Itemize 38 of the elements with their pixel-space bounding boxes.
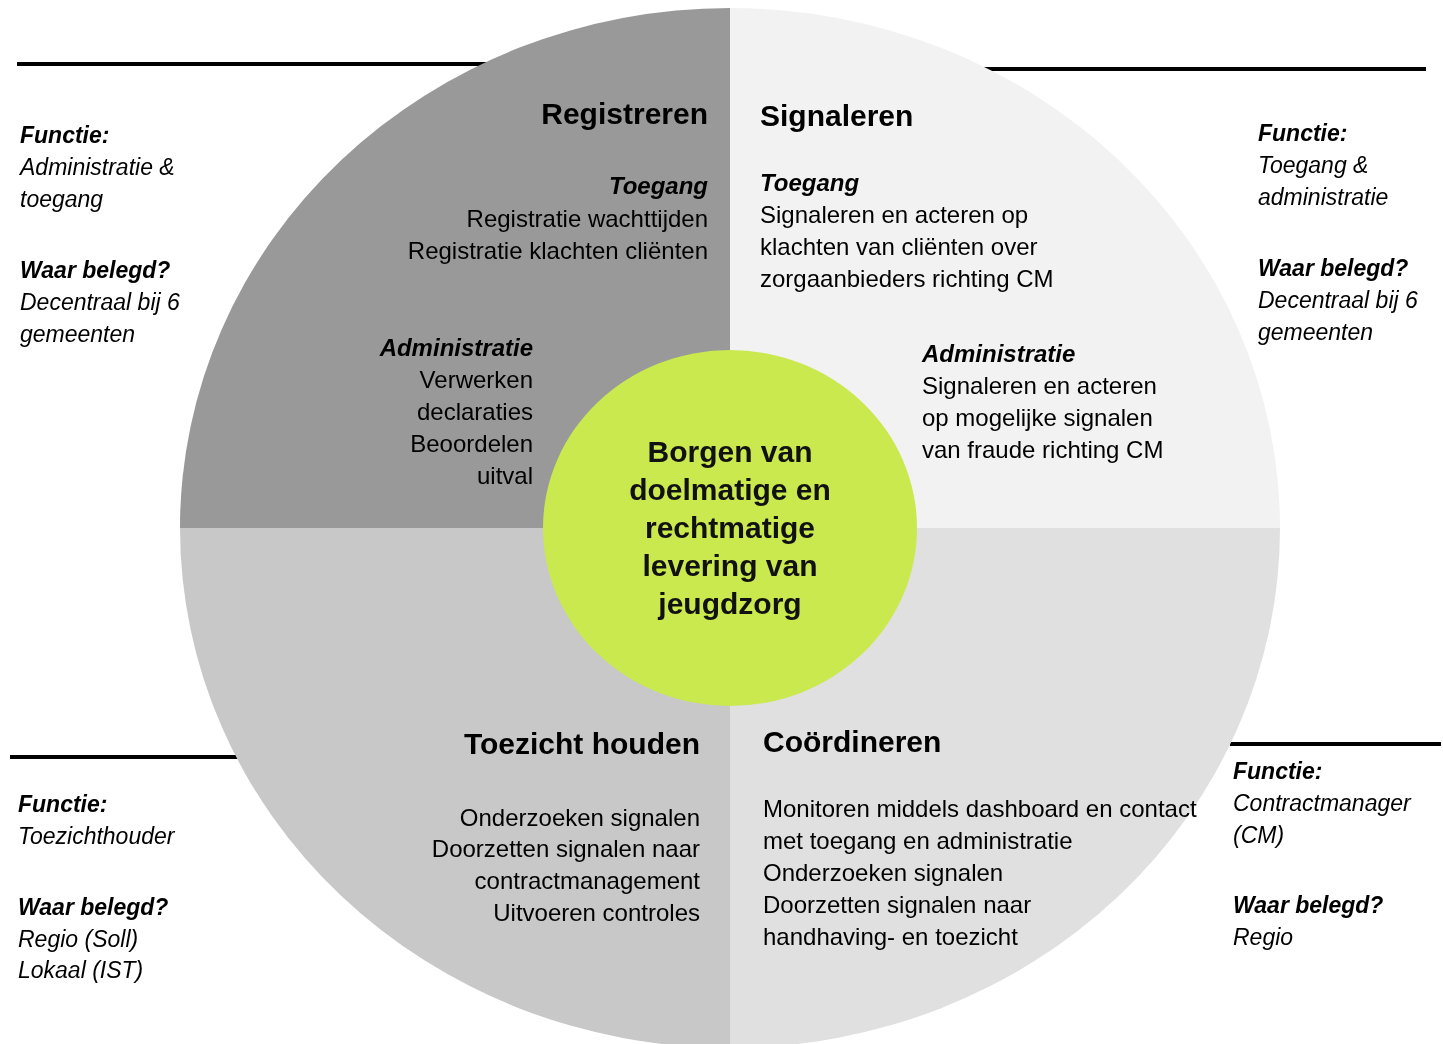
field-label: Waar belegd? [1258, 254, 1410, 283]
field-value: Administratie & toegang [20, 153, 176, 214]
section-heading: Signaleren [760, 98, 915, 134]
body-text: Registratie klachten cliënten [406, 236, 708, 266]
subheading: Toegang [760, 168, 861, 198]
field-value: Regio [1233, 923, 1295, 952]
field-label: Waar belegd? [1233, 891, 1385, 920]
field-value: Toezichthouder [18, 822, 176, 851]
field-value: Regio (Soll) [18, 925, 140, 954]
field-label: Functie: [20, 121, 111, 150]
field-value: Decentraal bij 6 gemeenten [1258, 286, 1419, 347]
body-text: Signaleren en acteren op klachten van cliënten over zorgaanbieders richting CM [760, 200, 1055, 294]
center-text: Borgen van doelmatige en rechtmatige levering van jeugdzorg [628, 434, 832, 622]
section-heading: Registreren [540, 96, 708, 132]
field-value: Contractmanager (CM) [1233, 789, 1413, 850]
body-text: Doorzetten signalen naar contractmanagement [430, 834, 700, 896]
body-text: Verwerken declaraties [415, 365, 533, 427]
body-text: Doorzetten signalen naar handhaving- en toezicht [763, 890, 1033, 952]
body-text: Signaleren en acteren op mogelijke signalen van fraude richting CM [922, 371, 1165, 465]
field-value: Lokaal (IST) [18, 956, 145, 985]
body-text: Uitvoeren controles [492, 898, 700, 928]
body-text: Registratie wachttijden [465, 204, 708, 234]
field-value: Toegang & administratie [1258, 151, 1390, 212]
subheading: Toegang [607, 171, 708, 201]
field-label: Waar belegd? [20, 256, 172, 285]
field-label: Functie: [1258, 119, 1349, 148]
section-heading: Coördineren [763, 724, 943, 760]
body-text: Beoordelen uitval [409, 429, 533, 491]
field-value: Decentraal bij 6 gemeenten [20, 288, 181, 349]
field-label: Functie: [1233, 757, 1324, 786]
body-text: Onderzoeken signalen [763, 858, 1005, 888]
field-label: Functie: [18, 790, 109, 819]
subheading: Administratie [922, 339, 1077, 369]
subheading: Administratie [378, 333, 533, 363]
section-heading: Toezicht houden [462, 726, 700, 762]
body-text: Monitoren middels dashboard en contact met toegang en administratie [763, 794, 1198, 856]
field-label: Waar belegd? [18, 893, 170, 922]
body-text: Onderzoeken signalen [458, 803, 700, 833]
